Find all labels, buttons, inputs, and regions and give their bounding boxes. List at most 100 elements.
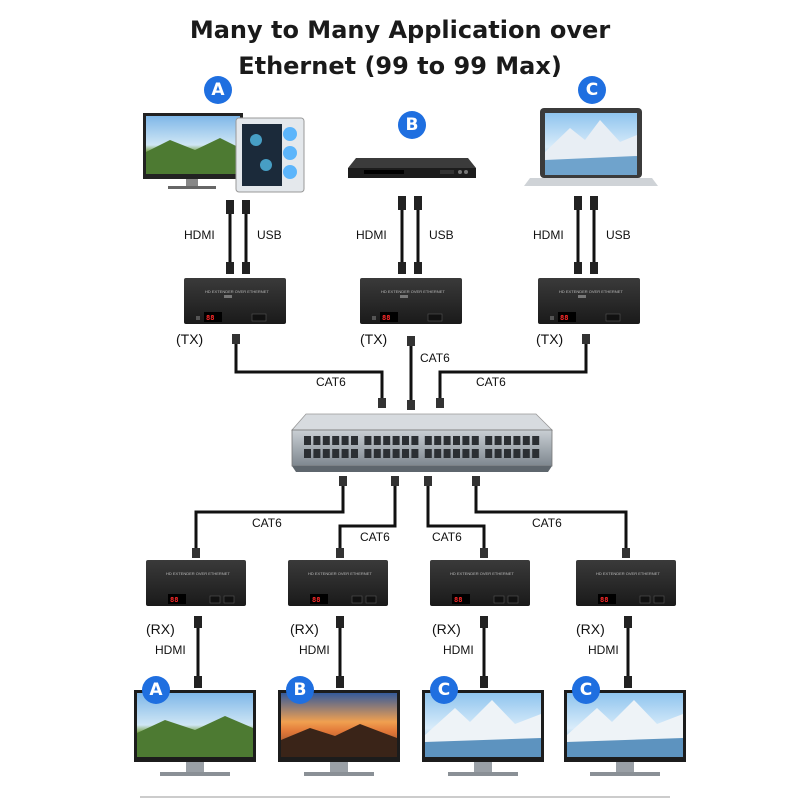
- switch-port: [504, 449, 511, 458]
- tx-extender-b: HD EXTENDER OVER ETHERNET 88: [360, 278, 462, 324]
- source-b-hdmi-label: HDMI: [356, 228, 387, 242]
- tx-a-device-label: HD EXTENDER OVER ETHERNET: [205, 289, 269, 294]
- switch-port: [351, 449, 358, 458]
- switch-port: [532, 436, 540, 445]
- switch-port: [304, 449, 311, 458]
- switch-port: [462, 449, 470, 458]
- rx-1-led: 88: [170, 596, 178, 604]
- rx-1-device-label: HD EXTENDER OVER ETHERNET: [166, 571, 230, 576]
- switch-port: [402, 449, 409, 458]
- rx-4-hdmi-label: HDMI: [588, 643, 619, 657]
- source-b-badge: B: [398, 111, 426, 139]
- tx-a-role: (TX): [176, 331, 204, 347]
- tx-b-device-label: HD EXTENDER OVER ETHERNET: [381, 289, 445, 294]
- title-line-2: Ethernet (99 to 99 Max): [238, 52, 562, 80]
- tx-cat6-plugs: [232, 334, 590, 410]
- rx-extender-1: HD EXTENDER OVER ETHERNET 88: [146, 560, 246, 606]
- switch-port: [494, 449, 502, 458]
- rx-extender-4: HD EXTENDER OVER ETHERNET 88: [576, 560, 676, 606]
- display-2-badge: B: [286, 676, 314, 704]
- switch-port: [322, 449, 330, 458]
- switch-port: [392, 449, 400, 458]
- title-line-1: Many to Many Application over: [189, 16, 611, 44]
- source-a-badge: A: [204, 76, 232, 104]
- rx-extender-3: HD EXTENDER OVER ETHERNET 88: [430, 560, 530, 606]
- switch-port: [373, 449, 381, 458]
- switch-port: [513, 436, 521, 445]
- display-4: [564, 690, 686, 776]
- tx-extender-c: HD EXTENDER OVER ETHERNET 88: [538, 278, 640, 324]
- tx-cat6-cables: [234, 340, 588, 404]
- rx-1-hdmi-label: HDMI: [155, 643, 186, 657]
- tx-b-led: 88: [382, 314, 390, 322]
- rx-2-led: 88: [312, 596, 320, 604]
- rx-cat6-plugs: [192, 476, 630, 558]
- rx-extender-2: HD EXTENDER OVER ETHERNET 88: [288, 560, 388, 606]
- source-a-usb-label: USB: [257, 228, 282, 242]
- switch-port: [434, 436, 442, 445]
- switch-port: [304, 436, 311, 445]
- rx-3-device-label: HD EXTENDER OVER ETHERNET: [450, 571, 514, 576]
- switch-port: [443, 449, 451, 458]
- cat6-label-tx-right: CAT6: [476, 375, 506, 389]
- rx-2-role: (RX): [290, 621, 319, 637]
- switch-port: [364, 436, 372, 445]
- source-b-usb-label: USB: [429, 228, 454, 242]
- tx-cable-pairs: [228, 210, 596, 262]
- rx-2-device-label: HD EXTENDER OVER ETHERNET: [308, 571, 372, 576]
- source-c-hdmi-label: HDMI: [533, 228, 564, 242]
- tx-c-role: (TX): [536, 331, 564, 347]
- switch-port: [383, 449, 391, 458]
- switch-port: [332, 449, 340, 458]
- switch-port: [313, 436, 321, 445]
- switch-port: [434, 449, 442, 458]
- cat6-label-rx-2: CAT6: [360, 530, 390, 544]
- rx-3-led: 88: [454, 596, 462, 604]
- cat6-label-tx-left: CAT6: [316, 375, 346, 389]
- cat6-label-rx-3: CAT6: [432, 530, 462, 544]
- rx-4-device-label: HD EXTENDER OVER ETHERNET: [596, 571, 660, 576]
- switch-port: [392, 436, 400, 445]
- switch-port: [373, 436, 381, 445]
- rx-1-role: (RX): [146, 621, 175, 637]
- rx-hdmi-cables: [196, 624, 630, 676]
- display-1: [134, 690, 256, 776]
- switch-port: [411, 436, 419, 445]
- cat6-label-rx-1: CAT6: [252, 516, 282, 530]
- rx-3-role: (RX): [432, 621, 461, 637]
- rx-4-led: 88: [600, 596, 608, 604]
- source-a-computer: [143, 113, 305, 193]
- switch-port: [341, 449, 349, 458]
- rx-cat6-cables: [194, 484, 628, 554]
- switch-port: [313, 449, 321, 458]
- source-c-badge: C: [578, 76, 606, 104]
- switch-port: [453, 449, 460, 458]
- switch-port: [471, 449, 479, 458]
- tx-connectors: [226, 196, 598, 274]
- source-a-hdmi-label: HDMI: [184, 228, 215, 242]
- source-c-usb-label: USB: [606, 228, 631, 242]
- network-switch: [291, 413, 553, 472]
- switch-port: [485, 436, 493, 445]
- display-4-badge: C: [572, 676, 600, 704]
- display-3-badge: C: [430, 676, 458, 704]
- cat6-label-tx-center: CAT6: [420, 351, 450, 365]
- switch-port: [453, 436, 460, 445]
- tx-c-device-label: HD EXTENDER OVER ETHERNET: [559, 289, 623, 294]
- rx-hdmi-plugs: [194, 616, 632, 688]
- switch-port: [383, 436, 391, 445]
- switch-port: [443, 436, 451, 445]
- switch-port: [424, 449, 432, 458]
- switch-port: [485, 449, 493, 458]
- rx-4-role: (RX): [576, 621, 605, 637]
- switch-port: [522, 436, 530, 445]
- switch-port: [513, 449, 521, 458]
- switch-port: [322, 436, 330, 445]
- switch-port: [411, 449, 419, 458]
- source-b-player: [348, 158, 476, 178]
- tx-c-led: 88: [560, 314, 568, 322]
- switch-port: [532, 449, 540, 458]
- rx-2-hdmi-label: HDMI: [299, 643, 330, 657]
- switch-port: [351, 436, 358, 445]
